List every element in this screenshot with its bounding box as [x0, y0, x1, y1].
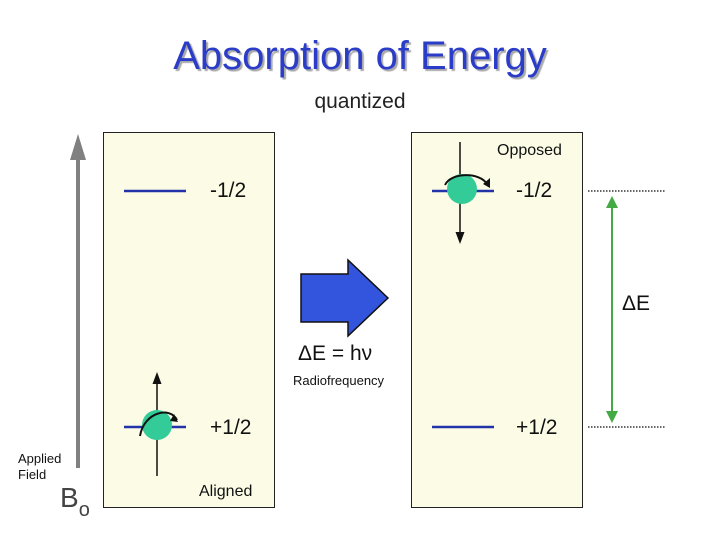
opposed-nucleus	[444, 142, 490, 244]
opposed-label: Opposed	[497, 142, 562, 159]
delta-e-arrow	[606, 196, 618, 423]
aligned-nucleus	[139, 372, 178, 476]
transition-arrow	[300, 258, 390, 338]
right-energy-panel	[411, 132, 583, 508]
left-energy-panel	[103, 132, 275, 508]
energy-equation: ΔE = hν	[298, 342, 373, 365]
applied-field-arrow	[70, 134, 86, 468]
left-upper-level-label: -1/2	[210, 179, 247, 202]
applied-field-label: Applied Field	[18, 451, 62, 482]
right-upper-level-label: -1/2	[516, 179, 553, 202]
field-symbol: Bo	[60, 482, 90, 521]
left-lower-level-label: +1/2	[210, 416, 252, 439]
subtitle: quantized	[314, 90, 406, 113]
field-symbol-letter: B	[60, 482, 79, 513]
page-title: Absorption of Energy	[173, 34, 547, 78]
delta-e-label: ΔE	[622, 292, 651, 315]
radiofrequency-label: Radiofrequency	[293, 373, 385, 388]
aligned-label: Aligned	[199, 483, 253, 500]
field-symbol-subscript: o	[78, 499, 90, 521]
right-lower-level-label: +1/2	[516, 416, 558, 439]
